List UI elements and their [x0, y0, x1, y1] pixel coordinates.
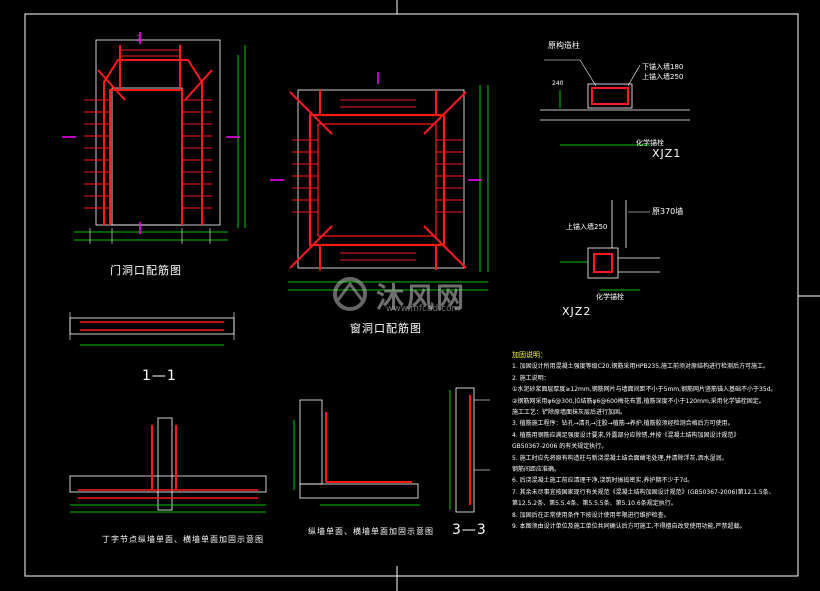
label-rebar-mesh-2: 化学锚栓 [596, 293, 624, 301]
title-section-1-1: 1—1 [142, 368, 177, 384]
section-3-3 [449, 387, 490, 513]
notes-line: 1. 加固设计所用混凝土强度等级C20,钢筋采用HPB235,施工前须对原结构进… [512, 363, 769, 371]
drawing-border [24, 13, 799, 577]
xjz1-detail [540, 59, 690, 146]
title-door-opening: 门洞口配筋图 [110, 264, 182, 277]
notes-line: 2. 施工说明： [512, 374, 550, 382]
notes-line: 第12.5.2条、第5.5.4条、第5.5.5条、第5.10.6条规定执行。 [512, 500, 677, 508]
notes-line: 7. 其余未尽事宜按国家现行有关规范《混凝土结构加固设计规范》(GB50367-… [512, 488, 775, 496]
title-section-3-3: 3—3 [452, 522, 487, 538]
notes-line: 5. 施工时应先将原有构造柱与新浇混凝土结合面凿毛处理,并清除浮灰,洒水湿润。 [512, 454, 728, 462]
watermark-url: www.mfcad.com [386, 304, 461, 314]
notes-line: 钢筋间距应准确。 [512, 466, 561, 474]
notes-line: ①水泥砂浆面层厚度≥12mm,钢筋网片与墙面间距不小于5mm,钢筋网片竖筋锚入基… [512, 386, 777, 394]
notes-line: ②钢筋网采用φ6@300,拉结筋φ6@600梅花布置,植筋深度不小于120mm,… [512, 397, 765, 405]
label-upper-anchor-2: 上锚入墙250 [566, 223, 608, 231]
door-opening-detail [62, 32, 246, 244]
notes-line: 8. 加固后在正常使用条件下按设计使用年限进行维护检查。 [512, 511, 670, 519]
notes-line: 3. 植筋施工程序：钻孔→清孔→注胶→植筋→养护,植筋胶须经检测合格后方可使用。 [512, 420, 734, 428]
label-upper-anchor: 上锚入墙250 [642, 73, 684, 81]
label-wall-370: 原370墙 [652, 207, 684, 216]
watermark-brand: 沐风网 [376, 281, 467, 314]
title-t-joint: 丁字节点纵墙单面、横墙单面加固示意图 [102, 535, 264, 544]
title-window-opening: 窗洞口配筋图 [350, 322, 422, 335]
label-original-column: 原构造柱 [548, 41, 580, 50]
notes-line: 4. 植筋用钢筋应满足强度设计要求,外露部分应除锈,并按《混凝土结构加固设计规范… [512, 431, 740, 439]
label-section-2: 2 [136, 34, 142, 43]
t-joint-detail [69, 417, 267, 513]
label-dim-240: 240 [552, 80, 564, 87]
title-xjz2: XJZ2 [562, 305, 592, 318]
title-longitudinal: 纵墙单面、横墙单面加固示意图 [308, 527, 434, 536]
notes-line: 施工工艺：铲除原墙面抹灰层后进行加固。 [512, 409, 627, 417]
label-lower-anchor: 下锚入墙180 [642, 63, 684, 71]
window-opening-detail [270, 72, 489, 291]
reinforcement-notes: 加固说明： 1. 加固设计所用混凝土强度等级C20,钢筋采用HPB235,施工前… [512, 350, 812, 533]
longitudinal-detail [293, 399, 420, 506]
notes-line: GB50367-2006 的有关规定执行。 [512, 443, 608, 451]
title-xjz1: XJZ1 [652, 147, 682, 160]
notes-line: 6. 后浇混凝土施工前应清理干净,浇筑时振捣密实,养护期不少于7d。 [512, 477, 694, 485]
notes-heading: 加固说明： [512, 351, 547, 359]
label-rebar-mesh: 化学锚栓 [636, 139, 664, 147]
notes-line: 9. 本图须由设计单位及施工单位共同确认后方可施工,不得擅自改变使用功能,严禁超… [512, 523, 746, 531]
section-1-1 [69, 312, 235, 346]
watermark-logo-icon [333, 277, 367, 311]
xjz2-detail [560, 200, 660, 291]
